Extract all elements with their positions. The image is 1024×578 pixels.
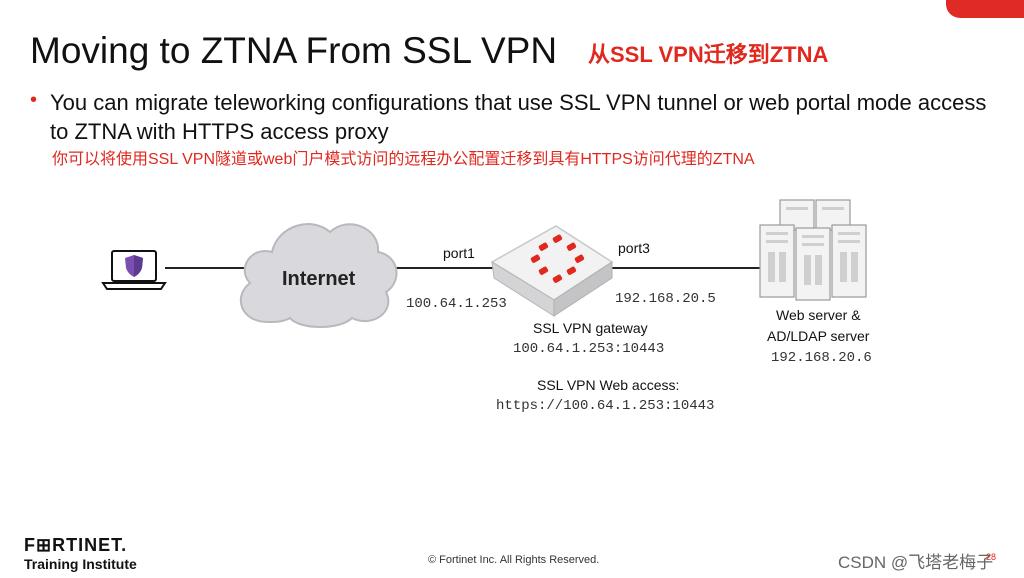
training-institute-label: Training Institute [24, 556, 137, 572]
web-access-url: https://100.64.1.253:10443 [496, 398, 715, 414]
gateway-address: 100.64.1.253:10443 [513, 341, 665, 357]
server-label-line2: AD/LDAP server [767, 328, 870, 344]
port3-ip: 192.168.20.5 [615, 291, 716, 307]
bullet-marker: • [30, 89, 38, 111]
server-label-line1: Web server & [776, 307, 861, 323]
port1-ip: 100.64.1.253 [406, 296, 507, 312]
corner-accent-tab [946, 0, 1024, 18]
port3-label: port3 [618, 240, 650, 256]
firewall-icon [490, 225, 614, 317]
internet-label: Internet [282, 268, 356, 290]
page-number: 28 [986, 552, 997, 562]
gateway-label: SSL VPN gateway [533, 320, 648, 336]
bullet-translation: 你可以将使用SSL VPN隧道或web门户模式访问的远程办公配置迁移到具有HTT… [52, 151, 755, 168]
server-rack-icon [759, 199, 867, 301]
cloud-icon [239, 223, 398, 328]
copyright-text: © Fortinet Inc. All Rights Reserved. [428, 554, 600, 566]
server-ip: 192.168.20.6 [771, 350, 872, 366]
slide-title-translation: 从SSL VPN迁移到ZTNA [588, 42, 829, 67]
web-access-label: SSL VPN Web access: [537, 377, 680, 393]
port1-label: port1 [443, 245, 475, 261]
csdn-watermark: CSDN @飞塔老梅子 [838, 553, 994, 572]
slide-title: Moving to ZTNA From SSL VPN [30, 30, 558, 71]
shield-icon [125, 255, 143, 277]
fortinet-logo: F⊞RTINET. [24, 535, 128, 555]
bullet-text: You can migrate teleworking configuratio… [50, 90, 987, 144]
